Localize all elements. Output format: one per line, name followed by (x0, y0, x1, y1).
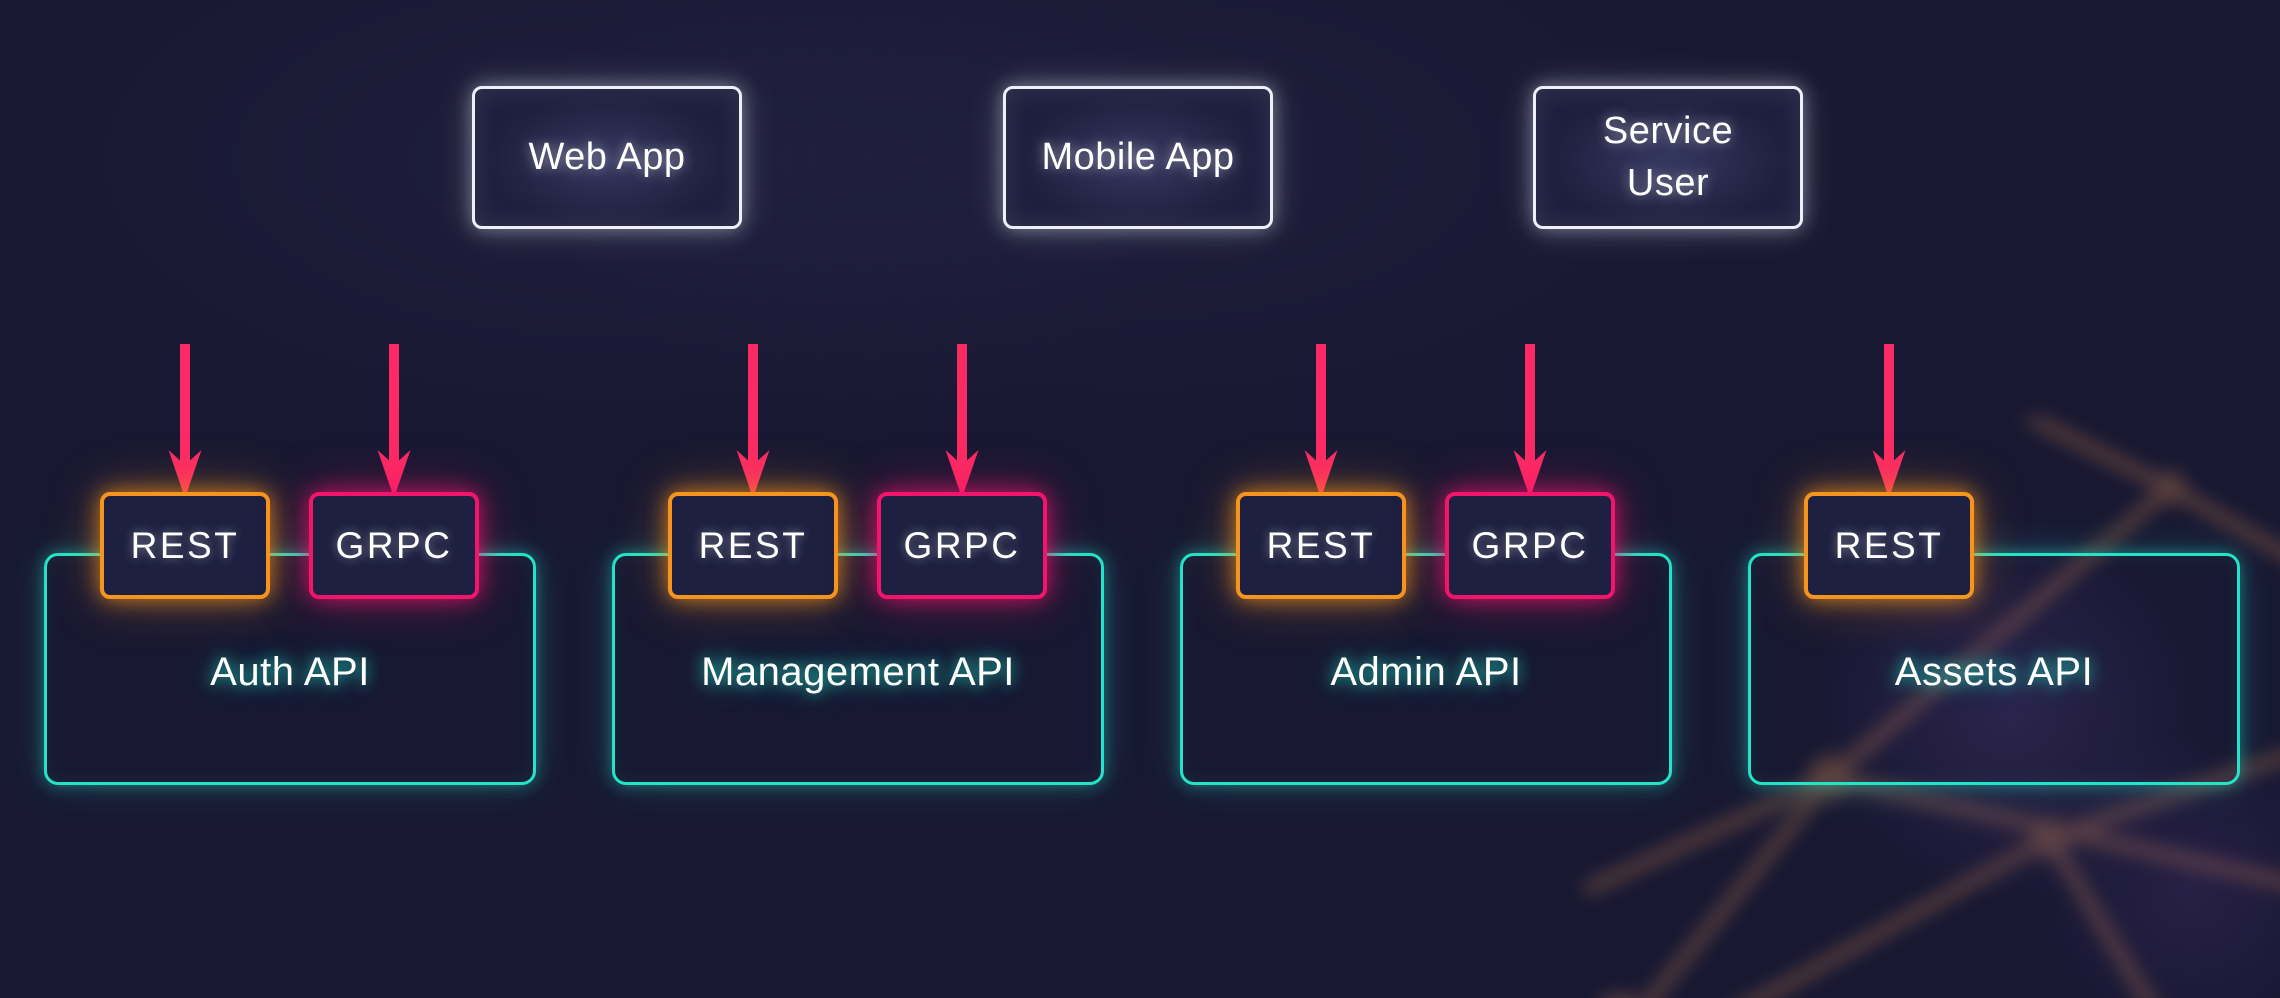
endpoint-rest: REST (1236, 492, 1406, 599)
api-box-admin: REST GRPC Admin API (1180, 344, 1672, 785)
arrow-down-icon (168, 344, 202, 498)
client-label: Mobile App (1041, 136, 1235, 178)
endpoint-rest: REST (100, 492, 270, 599)
endpoint-grpc: GRPC (1445, 492, 1615, 599)
endpoint-label: GRPC (903, 524, 1021, 566)
endpoint-label: REST (698, 524, 808, 566)
arrow-down-icon (945, 344, 979, 498)
arrow-down-icon (377, 344, 411, 498)
api-label: Management API (701, 650, 1015, 694)
arrow-down-icon (1872, 344, 1906, 498)
network-mesh-decoration (1583, 418, 2280, 998)
arrow-down-icon (736, 344, 770, 498)
endpoint-rest: REST (668, 492, 838, 599)
endpoint-label: REST (1834, 524, 1944, 566)
client-box-web-app: Web App (472, 86, 742, 229)
api-label: Assets API (1894, 650, 2094, 694)
api-box-assets: REST Assets API (1748, 344, 2240, 785)
endpoint-label: REST (130, 524, 240, 566)
endpoint-label: REST (1266, 524, 1376, 566)
client-box-service-user: Service User (1533, 86, 1803, 229)
arrow-down-icon (1304, 344, 1338, 498)
endpoint-grpc: GRPC (309, 492, 479, 599)
api-box-auth: REST GRPC Auth API (44, 344, 536, 785)
arrow-down-icon (1513, 344, 1547, 498)
api-box-management: REST GRPC Management API (612, 344, 1104, 785)
api-label: Auth API (210, 650, 370, 694)
api-label: Admin API (1330, 650, 1522, 694)
client-label: Web App (528, 136, 686, 178)
endpoint-grpc: GRPC (877, 492, 1047, 599)
endpoint-rest: REST (1804, 492, 1974, 599)
client-label: Service User (1602, 110, 1734, 204)
endpoint-label: GRPC (335, 524, 453, 566)
client-box-mobile-app: Mobile App (1003, 86, 1273, 229)
endpoint-label: GRPC (1471, 524, 1589, 566)
